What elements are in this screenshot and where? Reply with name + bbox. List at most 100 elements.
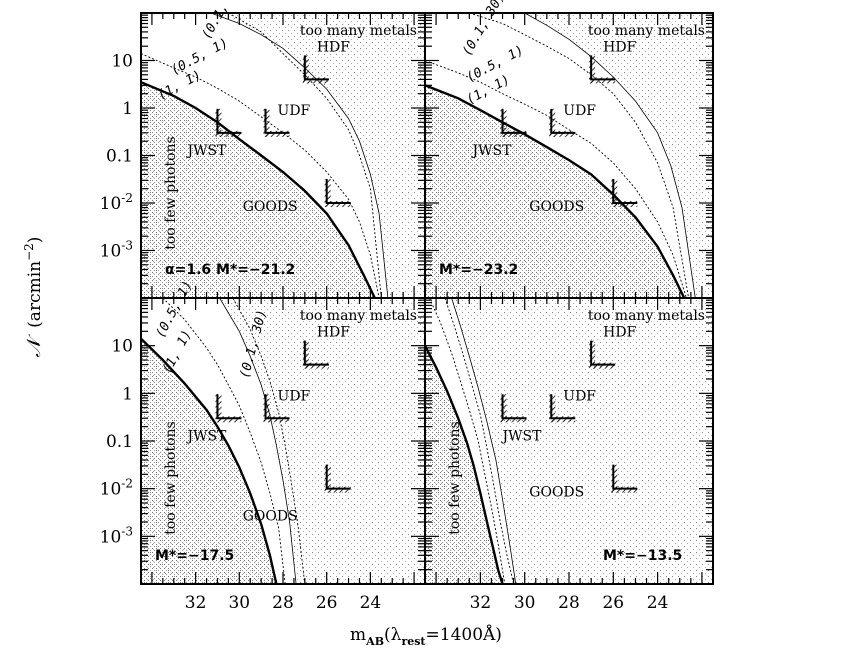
panel-plot-area	[425, 13, 713, 298]
allowed-region	[425, 13, 696, 298]
survey-label: GOODS	[529, 485, 584, 501]
x-tick-label: 24	[647, 593, 669, 613]
survey-label: UDF	[278, 388, 311, 404]
survey-marker-corner	[325, 179, 351, 204]
survey-marker-corner	[264, 108, 290, 134]
survey-marker-corner	[612, 464, 638, 490]
series-line	[162, 298, 286, 584]
survey-label: GOODS	[243, 509, 298, 525]
panel-plot-area	[141, 13, 425, 298]
y-tick-exp: -3	[121, 239, 133, 253]
survey-label: UDF	[278, 103, 311, 119]
survey-label: GOODS	[529, 199, 584, 215]
x-tick-label: 32	[185, 593, 207, 613]
survey-label: HDF	[317, 39, 350, 55]
survey-marker-corner	[216, 108, 242, 134]
survey-label: JWST	[501, 428, 543, 444]
y-tick-label: 1	[122, 384, 133, 404]
excluded-region-photons	[425, 345, 503, 584]
survey-label: HDF	[603, 325, 636, 341]
series-line	[425, 84, 686, 298]
series-line	[524, 13, 696, 298]
y-tick-label: 1	[122, 99, 133, 119]
y-tick-base: 10	[100, 527, 122, 547]
y-tick-label: 0.1	[106, 147, 133, 167]
series-line	[219, 298, 297, 584]
survey-marker-corner	[303, 340, 329, 366]
y-tick-base: 10	[100, 194, 122, 214]
survey-marker-corner	[303, 55, 329, 81]
x-tick-label: 28	[558, 593, 580, 613]
survey-label: HDF	[603, 39, 636, 55]
survey-label: JWST	[185, 143, 227, 159]
y-tick-label: 10-2	[100, 477, 133, 500]
survey-marker	[549, 108, 576, 137]
x-tick-label: 28	[272, 593, 294, 613]
survey-marker-corner	[550, 394, 576, 420]
survey-marker	[500, 394, 527, 423]
survey-marker-corner	[216, 394, 242, 420]
region-label-metals: too many metals	[300, 23, 417, 39]
series-line	[228, 13, 382, 298]
series-line	[141, 337, 278, 584]
survey-marker-corner	[501, 394, 527, 420]
y-tick-label: 10-3	[100, 239, 133, 262]
x-tick-label: 26	[602, 593, 624, 613]
survey-marker	[215, 108, 242, 137]
y-tick-label: 10-2	[100, 191, 133, 214]
panel-label: M*=−23.2	[439, 262, 518, 278]
survey-marker	[324, 464, 351, 493]
survey-label: HDF	[317, 325, 350, 341]
survey-label: UDF	[563, 388, 596, 404]
x-tick-label: 30	[514, 593, 536, 613]
survey-label: JWST	[471, 143, 513, 159]
panel-plot-area	[141, 298, 425, 584]
series-line	[210, 13, 389, 298]
series-line	[425, 60, 687, 298]
region-label-photons: too few photons	[163, 421, 179, 535]
survey-marker	[263, 394, 290, 423]
survey-label: UDF	[563, 103, 596, 119]
excluded-region-photons	[425, 85, 685, 298]
survey-marker	[549, 394, 576, 423]
region-label-metals: too many metals	[300, 308, 417, 324]
survey-marker	[302, 55, 329, 84]
series-line	[141, 81, 376, 298]
series-line	[425, 345, 504, 584]
y-axis-title: 𝒩 (arcmin−2)	[22, 237, 45, 358]
series-line	[428, 298, 506, 584]
y-tick-exp: -2	[121, 477, 133, 491]
survey-label: JWST	[185, 428, 227, 444]
survey-marker	[263, 108, 290, 137]
survey-marker	[500, 108, 527, 137]
y-tick-label: 10	[111, 337, 133, 357]
excluded-region-photons	[141, 338, 277, 584]
survey-marker	[611, 464, 638, 493]
y-tick-exp: -3	[121, 524, 133, 538]
x-tick-label: 24	[360, 593, 382, 613]
allowed-region	[141, 13, 388, 298]
x-tick-label: 32	[470, 593, 492, 613]
y-tick-label: 10-3	[100, 524, 133, 547]
survey-marker	[324, 179, 351, 207]
survey-marker-corner	[590, 340, 616, 366]
series-line	[232, 298, 306, 584]
survey-marker-corner	[550, 108, 576, 134]
survey-marker-corner	[612, 179, 638, 204]
survey-marker-corner	[325, 464, 351, 490]
survey-marker	[589, 55, 616, 84]
region-label-photons: too few photons	[447, 421, 463, 535]
x-tick-label: 26	[316, 593, 338, 613]
survey-marker	[302, 340, 329, 369]
survey-marker-corner	[264, 394, 290, 420]
y-tick-label: 0.1	[106, 432, 133, 452]
x-axis-title: mAB(λrest=1400Å)	[350, 624, 502, 648]
survey-marker	[611, 179, 638, 207]
survey-marker	[589, 340, 616, 369]
x-tick-label: 30	[228, 593, 250, 613]
y-tick-exp: -2	[121, 191, 133, 205]
y-tick-base: 10	[100, 480, 122, 500]
